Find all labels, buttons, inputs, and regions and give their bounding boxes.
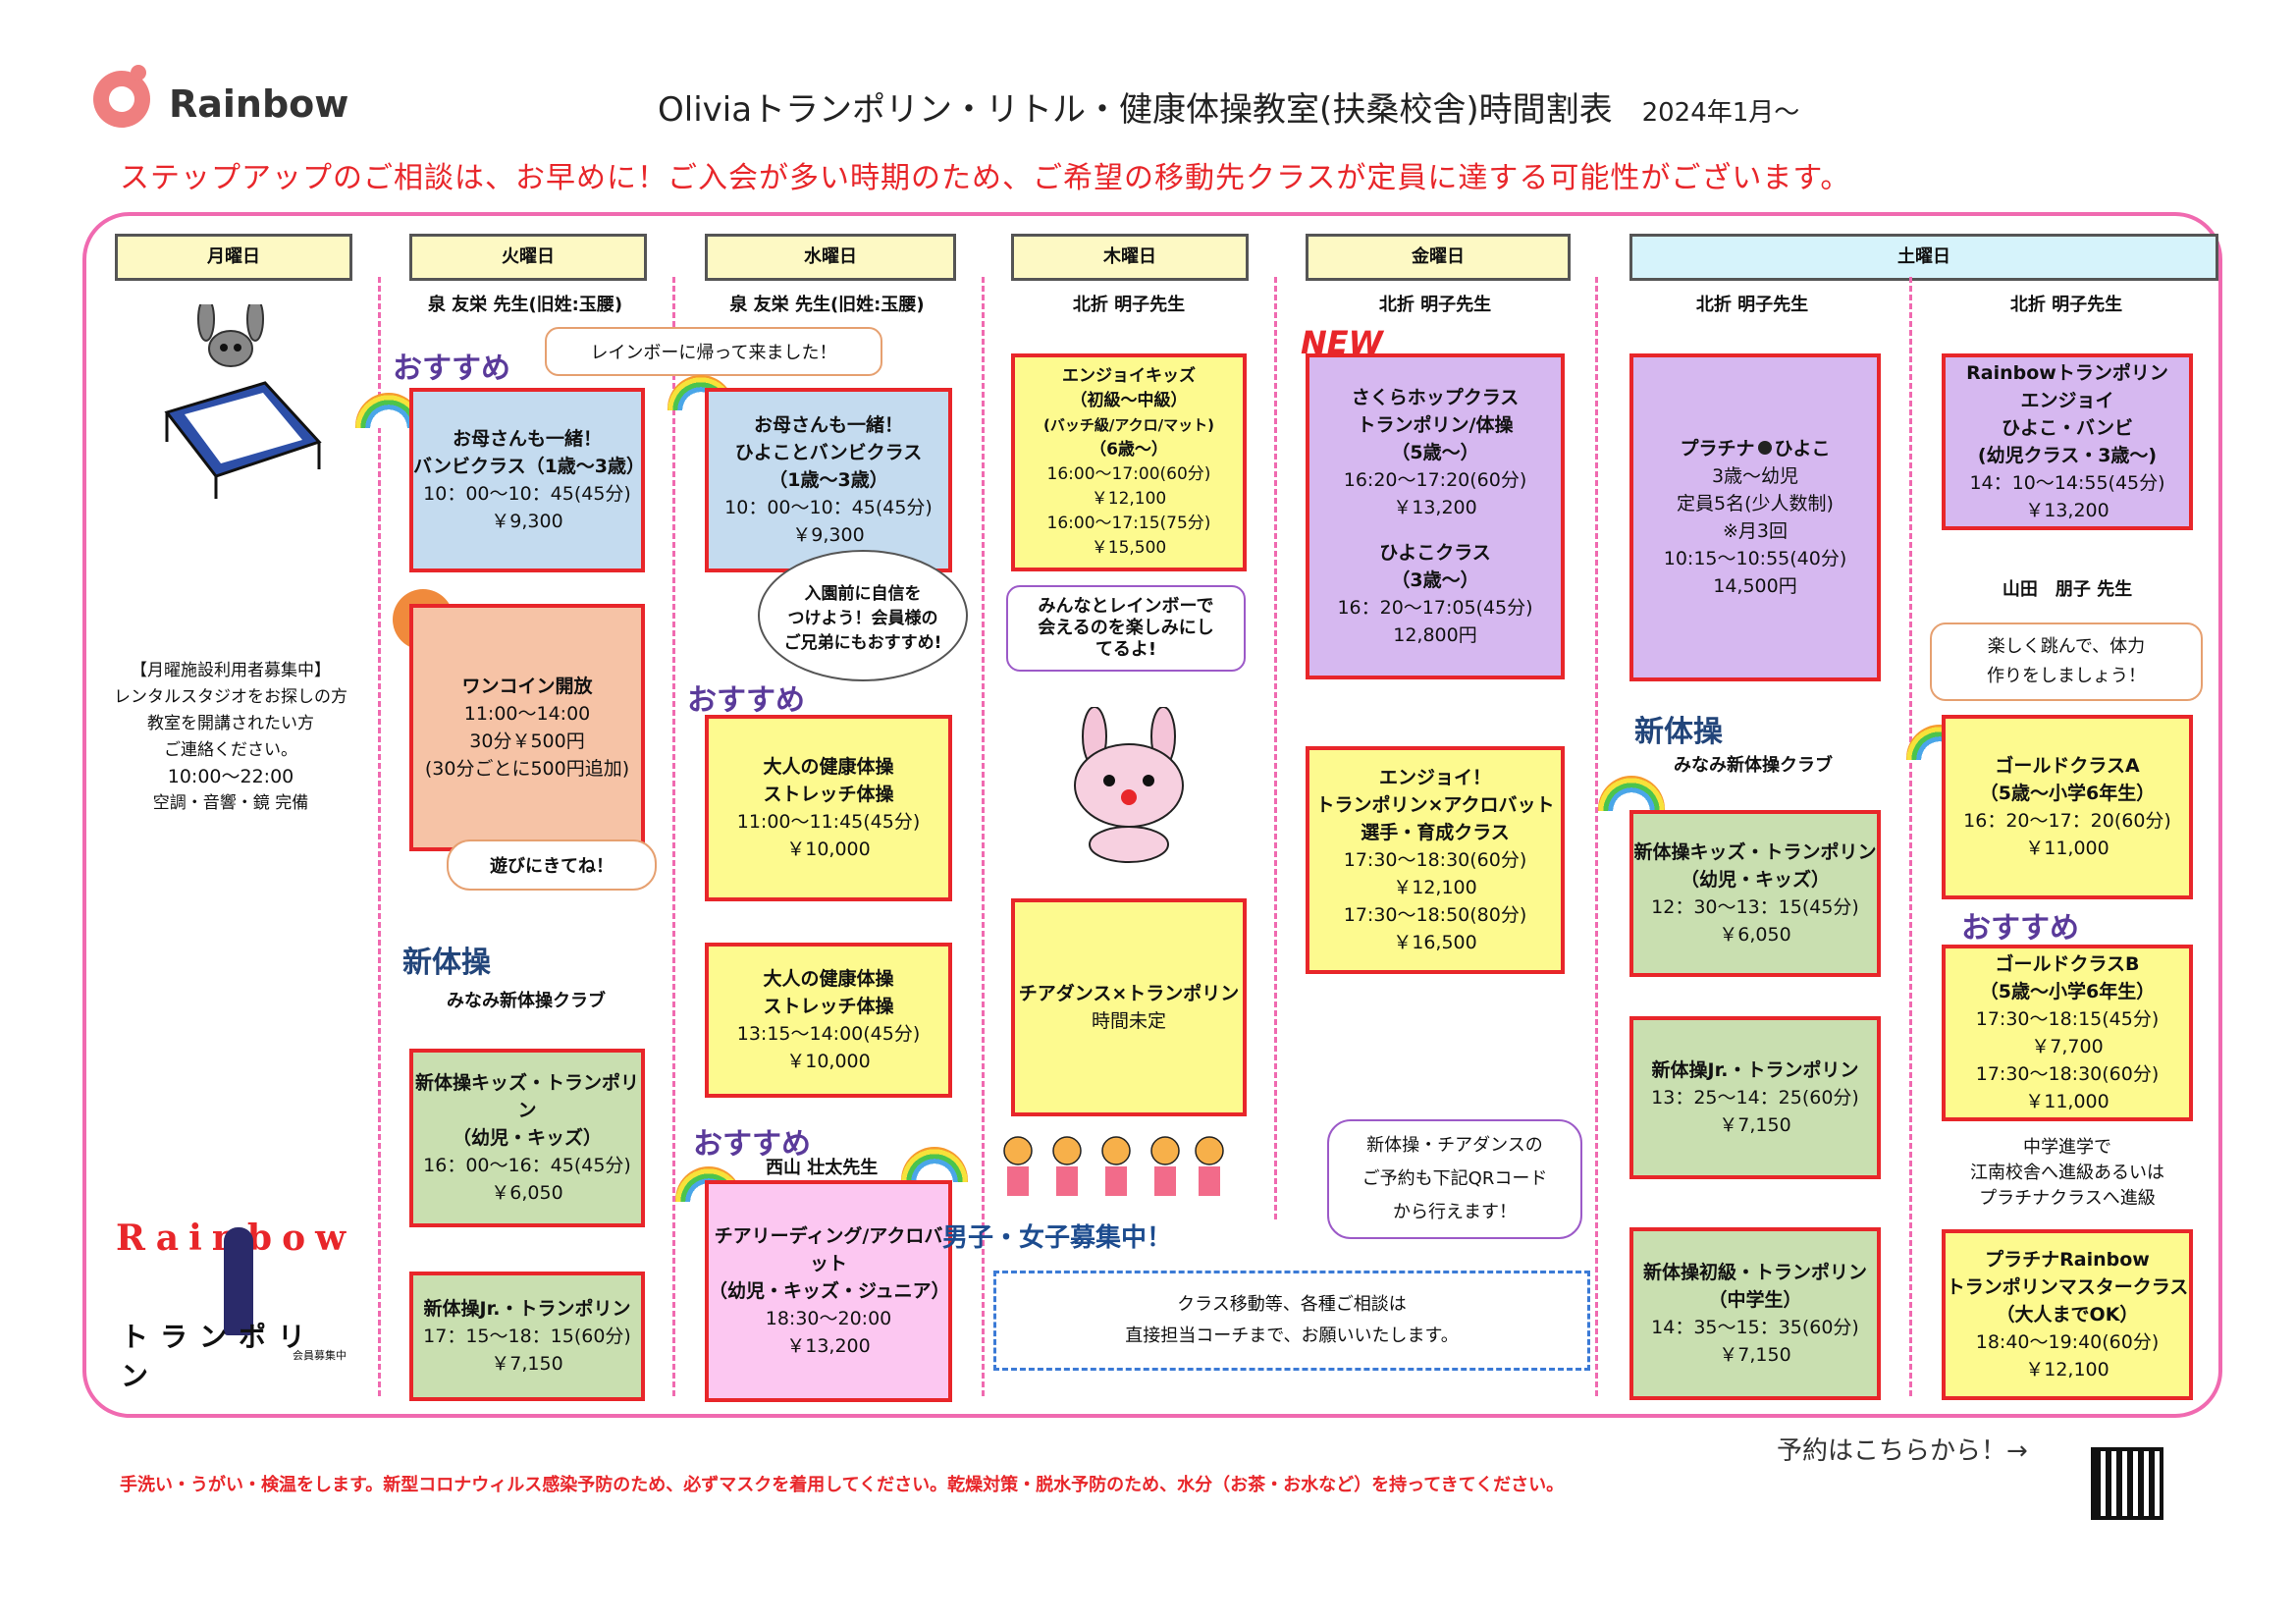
class-box: プラチナひよこ 3歳〜幼児 定員5名(少人数制) ※月3回 10:15〜10:5…	[1629, 353, 1881, 681]
day-header-tuesday: 火曜日	[409, 234, 647, 281]
teacher-wednesday: 泉 友栄 先生(旧姓:玉腰)	[729, 295, 925, 315]
class-box: ゴールドクラスA （5歳〜小学6年生） 16：20〜17：20(60分) ￥11…	[1942, 715, 2193, 899]
class-title: プラチナひよこ	[1680, 438, 1831, 460]
osusume-label: おすすめ	[1961, 911, 2079, 946]
reserve-link[interactable]: 予約はこちらから！→	[1777, 1436, 2028, 1466]
teacher-wednesday-evening: 西山 壮太先生	[766, 1158, 879, 1178]
class-box: 新体操初級・トランポリン （中学生） 14：35〜15：35(60分) ￥7,1…	[1629, 1227, 1881, 1400]
class-box: エンジョイ！ トランポリン×アクロバット 選手・育成クラス 17:30〜18:3…	[1306, 746, 1565, 974]
class-box: エンジョイキッズ （初級〜中級） (バッチ級/アクロ/マット) （6歳〜） 16…	[1011, 353, 1247, 571]
class-box: ゴールドクラスB （5歳〜小学6年生） 17:30〜18:15(45分) ￥7,…	[1942, 945, 2193, 1121]
column-separator	[672, 277, 675, 1396]
teacher-tuesday: 泉 友栄 先生(旧姓:玉腰)	[427, 295, 623, 315]
column-separator	[982, 277, 985, 1396]
cheer-kids-icon	[993, 1129, 1229, 1208]
rainbow-logo-icon	[93, 71, 150, 128]
gymnast-icon	[224, 1227, 253, 1335]
column-separator	[1595, 277, 1598, 1396]
contact-note: クラス移動等、各種ご相談は 直接担当コーチまで、お願いいたします。	[993, 1271, 1590, 1371]
monday-rental-notice: 【月曜施設利用者募集中】 レンタルスタジオをお探しの方 教室を開講されたい方 ご…	[114, 661, 347, 813]
speech-bubble: 遊びにきてね！	[447, 839, 657, 891]
period: 2024年1月〜	[1641, 98, 1800, 128]
bunny-trampoline-icon	[147, 297, 324, 501]
class-box: チアダンス×トランポリン 時間未定	[1011, 898, 1247, 1116]
class-box: Rainbowトランポリン エンジョイ ひよこ・バンビ (幼児クラス・3歳〜) …	[1942, 353, 2193, 530]
schedule-frame	[82, 212, 2222, 1418]
osusume-label: おすすめ	[393, 352, 510, 386]
qr-code-icon[interactable]	[2091, 1447, 2163, 1520]
osusume-label: おすすめ	[693, 1127, 811, 1162]
day-header-wednesday: 水曜日	[705, 234, 956, 281]
qr-info-bubble: 新体操・チアダンスの ご予約も下記QRコード から行えます！	[1327, 1119, 1582, 1239]
recruiting-label: 男子・女子募集中！	[942, 1223, 1173, 1253]
class-box: 大人の健康体操 ストレッチ体操 13:15〜14:00(45分) ￥10,000	[705, 943, 952, 1098]
column-separator	[1909, 277, 1912, 1396]
footer-caution: 手洗い・うがい・検温をします。新型コロナウィルス感染予防のため、必ずマスクを着用…	[120, 1475, 1565, 1495]
class-box: 新体操キッズ・トランポリン （幼児・キッズ） 12：30〜13：15(45分) …	[1629, 810, 1881, 977]
teacher-saturday-1: 北折 明子先生	[1695, 295, 1809, 315]
rainbow-trampoline-logo: Rainbow トランポリン 会員募集中	[116, 1218, 351, 1392]
day-header-monday: 月曜日	[115, 234, 352, 281]
teacher-saturday-yamada: 山田 朋子 先生	[2002, 579, 2133, 600]
speech-bubble: 入園前に自信を つけよう！会員様の ご兄弟にもおすすめ!	[758, 550, 968, 681]
logo-text: Rainbow	[169, 82, 349, 126]
logo-note: 会員募集中	[293, 1349, 347, 1362]
teacher-friday: 北折 明子先生	[1378, 295, 1492, 315]
class-box: さくらホップクラス トランポリン/体操 （5歳〜） 16:20〜17:20(60…	[1306, 353, 1565, 679]
bunny-mascot-icon	[1041, 706, 1217, 864]
day-header-thursday: 木曜日	[1011, 234, 1249, 281]
logo-sub: トランポリン	[121, 1321, 318, 1392]
class-box: お母さんも一緒！ バンビクラス（1歳〜3歳） 10：00〜10：45(45分) …	[409, 388, 645, 572]
class-box: ワンコイン開放 11:00〜14:00 30分￥500円 (30分ごとに500円…	[409, 604, 645, 851]
column-separator	[1274, 277, 1277, 1219]
club-name: みなみ新体操クラブ	[1674, 755, 1833, 776]
column-separator	[378, 277, 381, 1396]
speech-bubble: レインボーに帰って来ました！	[545, 327, 882, 376]
class-box: お母さんも一緒！ ひよことバンビクラス （1歳〜3歳） 10：00〜10：45(…	[705, 388, 952, 572]
club-name: みなみ新体操クラブ	[447, 991, 606, 1011]
speech-bubble: 楽しく跳んで、体力 作りをしましょう！	[1930, 623, 2203, 701]
shintaiso-label: 新体操	[1634, 715, 1723, 749]
class-box: 大人の健康体操 ストレッチ体操 11:00〜11:45(45分) ￥10,000	[705, 715, 952, 901]
shintaiso-label: 新体操	[402, 946, 491, 980]
day-header-saturday: 土曜日	[1629, 234, 2218, 281]
osusume-label: おすすめ	[687, 683, 805, 718]
teacher-thursday: 北折 明子先生	[1072, 295, 1186, 315]
class-box: 新体操Jr.・トランポリン 17：15〜18：15(60分) ￥7,150	[409, 1272, 645, 1401]
chick-icon	[1757, 441, 1772, 455]
class-box: チアリーディング/アクロバット （幼児・キッズ・ジュニア） 18:30〜20:0…	[705, 1180, 952, 1402]
class-box: 新体操Jr.・トランポリン 13：25〜14：25(60分) ￥7,150	[1629, 1016, 1881, 1179]
speech-bubble: みんなとレインボーで 会えるのを楽しみにし てるよ!	[1006, 585, 1246, 672]
class-box: プラチナRainbow トランポリンマスタークラス （大人までOK） 18:40…	[1942, 1229, 2193, 1400]
sat-progression-note: 中学進学で 江南校舎へ進級あるいは プラチナクラスへ進級	[1970, 1137, 2164, 1209]
class-box: 新体操キッズ・トランポリン （幼児・キッズ） 16：00〜16：45(45分) …	[409, 1049, 645, 1227]
day-header-friday: 金曜日	[1306, 234, 1571, 281]
notice: ステップアップのご相談は、お早めに！ご入会が多い時期のため、ご希望の移動先クラス…	[120, 161, 1851, 195]
teacher-saturday-2: 北折 明子先生	[2009, 295, 2123, 315]
logo-dot-icon	[131, 65, 146, 81]
